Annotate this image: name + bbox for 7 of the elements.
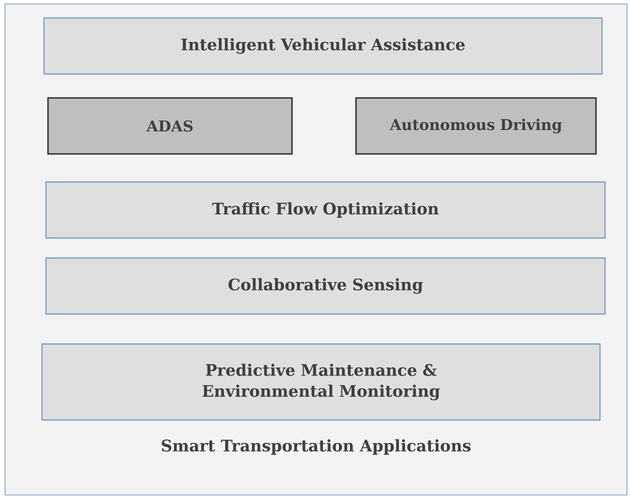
panel-title: Smart Transportation Applications bbox=[162, 439, 471, 455]
component-box: Autonomous Driving bbox=[355, 97, 597, 155]
layer-box: Predictive Maintenance & Environmental Monitoring bbox=[41, 343, 601, 421]
layer-box: Traffic Flow Optimization bbox=[45, 181, 606, 239]
layer-box: Intelligent Vehicular Assistance bbox=[43, 17, 603, 75]
layer-box: Collaborative Sensing bbox=[45, 257, 606, 315]
component-box: ADAS bbox=[47, 97, 293, 155]
